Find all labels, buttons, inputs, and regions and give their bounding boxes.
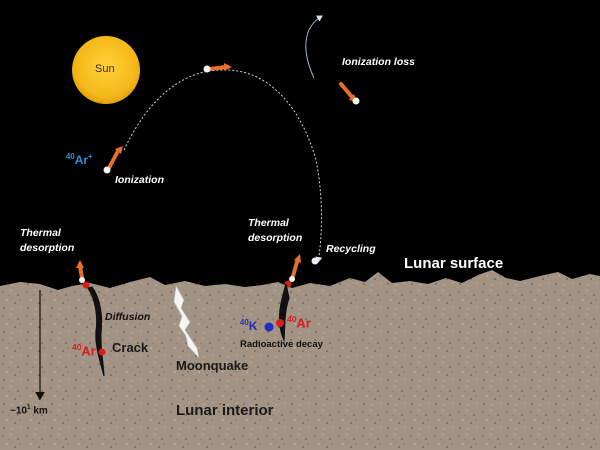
sun	[72, 36, 140, 104]
thermal-desorption-right-line-2: desorption	[248, 232, 303, 244]
depth-value: ~10	[10, 405, 27, 417]
orbit-top-particle	[203, 63, 232, 73]
lunar-ground	[0, 270, 600, 450]
ionization-loss-particle	[339, 82, 360, 105]
thermal-desorption-left-line-2: desorption	[20, 242, 75, 254]
moonquake-shape	[173, 285, 200, 359]
thermal-desorption-right-line-1: Thermal	[248, 217, 289, 229]
depth-unit: km	[30, 405, 48, 417]
ionization-loss-label: Ionization loss	[342, 56, 415, 68]
lunar-interior-label: Lunar interior	[176, 402, 274, 419]
argon-crack-label: 40Ar	[72, 342, 96, 358]
ion-trajectory	[123, 69, 323, 263]
argon-ion-charge: +	[88, 152, 93, 161]
argon-ion-symbol: Ar	[74, 153, 89, 167]
recycling-label: Recycling	[326, 243, 376, 255]
argon-crack-symbol: Ar	[81, 343, 96, 359]
recycling-particle	[311, 257, 319, 265]
sun-label: Sun	[95, 63, 115, 75]
thermal-desorption-right-particle	[284, 254, 301, 288]
potassium-atom	[264, 322, 274, 332]
crack-label: Crack	[112, 340, 149, 355]
thermal-desorption-left-particle	[76, 260, 90, 289]
argon-ion-mass: 40	[66, 152, 75, 161]
argon-ion-label: 40Ar+	[66, 152, 93, 167]
potassium-symbol: K	[248, 319, 258, 333]
depth-label: ~101 km	[10, 404, 48, 416]
argon-crack-mass: 40	[72, 342, 82, 352]
argon-decay-symbol: Ar	[296, 315, 311, 331]
moonquake-label: Moonquake	[176, 358, 249, 373]
potassium-mass: 40	[240, 318, 249, 327]
ionization-label: Ionization	[115, 174, 164, 186]
thermal-desorption-left-line-1: Thermal	[20, 227, 61, 239]
thermal-desorption-right-label: Thermal desorption	[248, 216, 302, 246]
argon-decay-mass: 40	[287, 314, 297, 324]
potassium-label: 40K	[240, 318, 257, 333]
radioactive-decay-label: Radioactive decay	[240, 339, 323, 350]
depth-exponent: 1	[26, 404, 31, 411]
argon-decay-label: 40Ar	[287, 314, 311, 330]
ionization-loss-arrow	[305, 15, 323, 79]
argon-from-decay	[276, 319, 284, 327]
diffusion-label: Diffusion	[105, 311, 151, 323]
argon-ion-particle	[103, 146, 123, 174]
thermal-desorption-left-label: Thermal desorption	[20, 226, 74, 256]
lunar-surface-label: Lunar surface	[404, 255, 504, 272]
argon-in-crack	[98, 348, 106, 356]
